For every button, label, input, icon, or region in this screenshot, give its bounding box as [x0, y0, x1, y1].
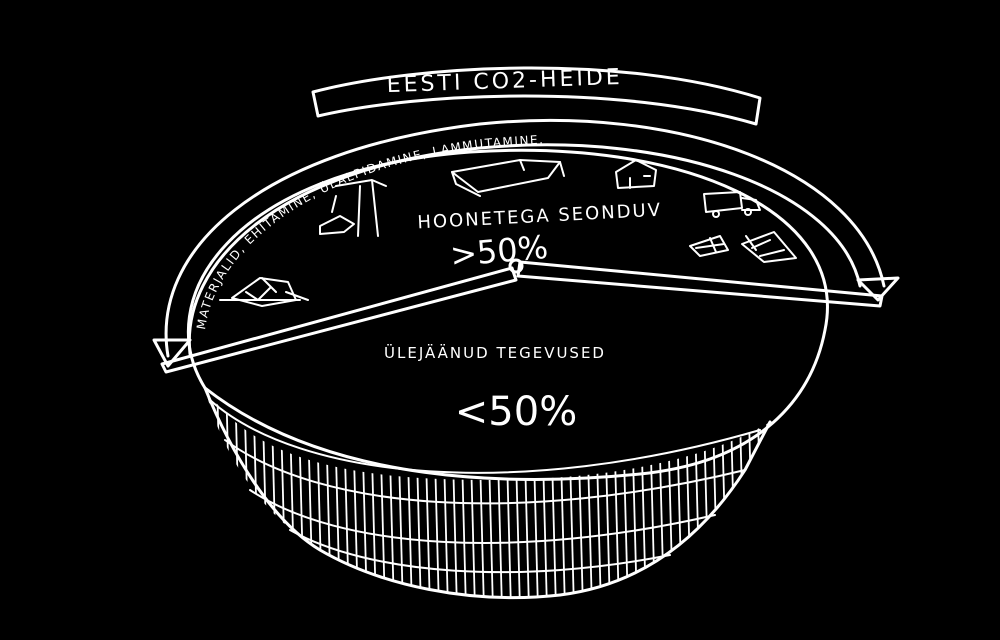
hatch-line	[360, 388, 368, 598]
hatch-line	[738, 388, 746, 598]
hatch-line	[639, 388, 647, 598]
hatch-line	[684, 388, 692, 598]
hatch-line	[784, 380, 790, 610]
hatch-line	[207, 388, 215, 598]
hatch-line	[657, 388, 665, 598]
crane-icon	[319, 179, 387, 237]
hatch-line	[288, 388, 296, 598]
hatch-line	[432, 388, 440, 598]
demolition-icon	[689, 235, 729, 257]
hatch-line	[576, 388, 584, 598]
hatch-line	[190, 380, 196, 610]
upper-section-value: >50%	[449, 228, 550, 274]
section-divider	[160, 258, 884, 374]
right-arrowhead-icon	[856, 276, 900, 302]
hatch-line	[793, 380, 799, 610]
lower-section-label: ÜLEJÄÄNUD TEGEVUSED	[384, 343, 606, 362]
left-arrowhead-icon	[152, 338, 192, 368]
excavator-icon	[219, 277, 309, 307]
truck-icon	[703, 191, 761, 218]
hatch-line	[205, 388, 206, 598]
hatch-line	[333, 388, 341, 598]
hatch-line	[666, 388, 674, 598]
hatch-line	[729, 388, 737, 598]
hatch-line	[675, 388, 683, 598]
rubble-icon	[741, 231, 797, 263]
hatch-line	[405, 388, 413, 598]
hatch-line	[423, 388, 431, 598]
hatch-line	[711, 388, 719, 598]
hatch-line	[270, 388, 278, 598]
hatch-line	[756, 388, 764, 598]
hatch-line	[585, 388, 593, 598]
hatch-line	[351, 388, 359, 598]
hatch-line	[396, 388, 404, 598]
hatch-line	[216, 388, 224, 598]
bowl-rim	[187, 148, 829, 481]
house-icon	[615, 159, 657, 189]
hatch-line	[315, 388, 323, 598]
title-banner: EESTI CO2-HEIDE	[311, 65, 762, 126]
hatch-line	[747, 388, 755, 598]
hatch-line	[297, 388, 305, 598]
hatch-line	[621, 388, 629, 598]
title-text: EESTI CO2-HEIDE	[386, 65, 623, 98]
hatch-line	[648, 388, 656, 598]
hatch-line	[594, 388, 602, 598]
hatch-line	[702, 388, 710, 598]
hatch-line	[693, 388, 701, 598]
lower-section-value: <50%	[455, 389, 577, 435]
hatch-line	[387, 388, 395, 598]
hatch-line	[342, 388, 350, 598]
hatch-line	[441, 388, 449, 598]
hatch-line	[414, 388, 422, 598]
hatch-line	[324, 388, 332, 598]
hatch-line	[765, 388, 770, 598]
circular-arrow	[152, 118, 900, 368]
hatch-line	[279, 388, 287, 598]
hatch-line	[234, 388, 242, 598]
building-materials-icon	[451, 159, 565, 197]
hatch-line	[306, 388, 314, 598]
